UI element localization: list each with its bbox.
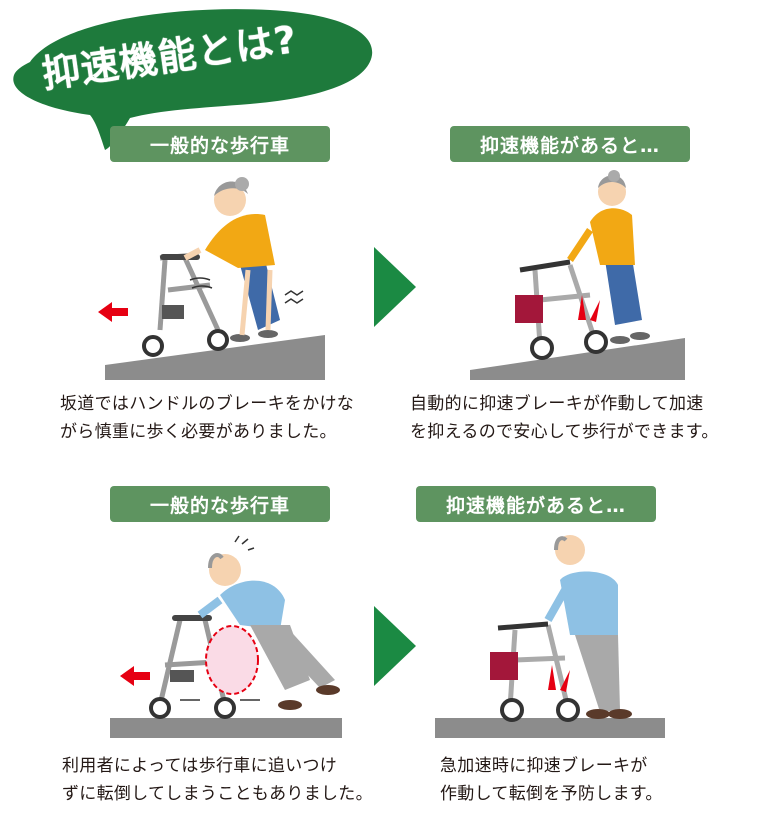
caption-bottom-right: 急加速時に抑速ブレーキが 作動して転倒を予防します。: [440, 752, 663, 808]
caption-line: 自動的に抑速ブレーキが作動して加速: [410, 394, 704, 414]
shopping-bag-icon: [515, 295, 543, 323]
caption-top-left: 坂道ではハンドルのブレーキをかけな がら慎重に歩く必要がありました。: [60, 390, 354, 446]
caption-bottom-left: 利用者によっては歩行車に追いつけ ずに転倒してしまうこともありました。: [62, 752, 373, 808]
shopping-bag-icon: [490, 652, 518, 680]
title-bubble: 抑速機能とは?: [0, 0, 380, 150]
caption-line: ずに転倒してしまうこともありました。: [62, 784, 373, 804]
slope-icon: [470, 338, 685, 380]
scene-man-flat-with-brake: [435, 535, 665, 738]
elderly-woman-icon: [567, 170, 650, 344]
caption-line: 坂道ではハンドルのブレーキをかけな: [60, 394, 355, 414]
right-arrow-icon: [374, 606, 416, 686]
red-left-arrow-icon: [98, 302, 128, 322]
scene-woman-downhill-with-brake: [470, 170, 685, 380]
label-with-speed-control: 抑速機能があると…: [450, 126, 690, 162]
caption-top-right: 自動的に抑速ブレーキが作動して加速 を抑えるので安心して歩行ができます。: [410, 390, 719, 446]
floor-icon: [435, 718, 665, 738]
caption-line: 作動して転倒を予防します。: [440, 784, 663, 804]
walker-icon: [507, 624, 571, 709]
scene-woman-downhill-no-brake: [98, 177, 325, 380]
slope-icon: [105, 335, 325, 380]
red-left-arrow-icon: [120, 666, 150, 686]
elderly-man-icon: [544, 535, 632, 719]
danger-zone-icon: [205, 625, 259, 695]
label-general-walker: 一般的な歩行車: [110, 126, 330, 162]
brake-indicator-icon: [578, 295, 600, 322]
right-arrow-icon: [374, 247, 416, 327]
label-with-speed-control: 抑速機能があると…: [416, 486, 656, 522]
caption-line: 急加速時に抑速ブレーキが: [440, 756, 648, 776]
speech-bubble-shape: [13, 9, 373, 150]
scene-man-flat-falling: [110, 535, 342, 738]
walker-icon: [532, 264, 598, 346]
caption-line: がら慎重に歩く必要がありました。: [60, 422, 337, 442]
elderly-woman-icon: [183, 177, 280, 342]
caption-line: 利用者によっては歩行車に追いつけ: [62, 756, 338, 776]
label-general-walker: 一般的な歩行車: [110, 486, 330, 522]
caption-line: を抑えるので安心して歩行ができます。: [410, 422, 719, 442]
elderly-man-icon: [197, 535, 340, 710]
brake-indicator-icon: [548, 665, 570, 692]
floor-icon: [110, 718, 342, 738]
